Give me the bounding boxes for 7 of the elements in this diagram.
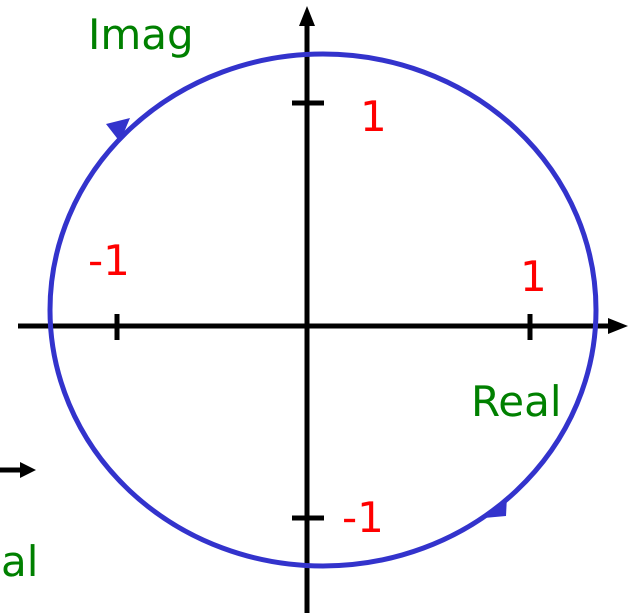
axis-label: Imag [88,14,194,56]
tick-label: 1 [360,96,387,138]
tick-label: -1 [88,240,130,282]
tick-label: 1 [520,256,547,298]
axis-label: Real [471,381,562,423]
tick-label: -1 [342,497,384,539]
axis-label: al [1,541,38,583]
